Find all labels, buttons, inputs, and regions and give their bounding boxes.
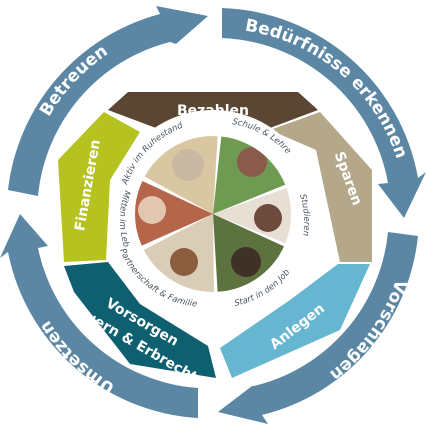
outer-cycle-ring bbox=[0, 6, 426, 424]
teen-girl-face-icon bbox=[237, 147, 267, 177]
middle-aged-woman-photo bbox=[133, 178, 213, 250]
young-professional-face-icon bbox=[231, 247, 261, 277]
outer-segment-betreuen bbox=[8, 6, 208, 196]
outer-label-betreuen: Betreuen bbox=[36, 41, 112, 120]
outer-segment-beduerfnisse bbox=[222, 8, 426, 218]
segment-anlegen bbox=[220, 264, 370, 378]
segment-finanzieren bbox=[58, 112, 140, 262]
senior-woman-face-icon bbox=[172, 149, 204, 181]
student-woman-face-icon bbox=[254, 204, 282, 232]
outer-segment-vorschlagen bbox=[218, 232, 418, 424]
middle-aged-woman-face-icon bbox=[138, 196, 166, 224]
mother-baby-face-icon bbox=[170, 248, 198, 276]
segment-vorsorgen bbox=[64, 262, 216, 378]
photo-collage bbox=[133, 134, 293, 294]
photo-border bbox=[131, 132, 295, 296]
outer-segment-umsetzen bbox=[0, 214, 198, 418]
segment-sparen bbox=[270, 112, 372, 262]
